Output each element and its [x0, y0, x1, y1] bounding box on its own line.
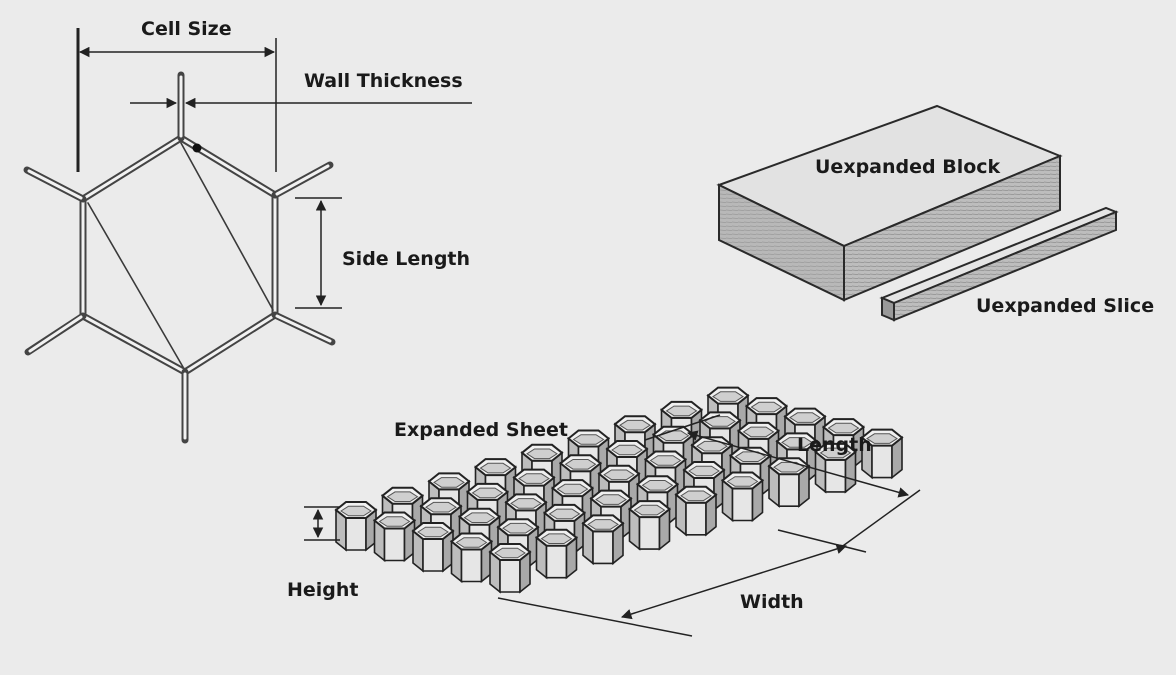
unexpanded-slice [879, 206, 1119, 322]
honeycomb-cell [334, 501, 378, 552]
honeycomb-cell [581, 514, 625, 566]
width-label: Width [740, 591, 804, 613]
honeycomb-cell [674, 485, 718, 537]
honeycomb-cell [372, 511, 417, 563]
unexpanded-slice-label: Uexpanded Slice [976, 295, 1155, 317]
honeycomb-cell [627, 500, 672, 551]
wall-thickness-label: Wall Thickness [304, 70, 463, 92]
cell-size-dimension [76, 28, 277, 172]
honeycomb-cell [720, 471, 765, 523]
honeycomb-cell [534, 528, 579, 580]
unexpanded-block-label: Uexpanded Block [815, 156, 1001, 178]
unexpanded-block [716, 104, 1063, 302]
side-length-label: Side Length [342, 248, 471, 270]
length-dimension [644, 414, 921, 549]
honeycomb-cell [411, 522, 455, 573]
width-dimension [497, 529, 867, 637]
hexagon-cell [79, 133, 279, 377]
cell-size-label: Cell Size [141, 18, 232, 40]
honeycomb-cell [449, 532, 494, 584]
side-length-dimension [295, 197, 342, 309]
height-dimension [304, 506, 340, 541]
honeycomb-cell [488, 543, 532, 594]
cell-geometry [23, 71, 336, 444]
length-label: Length [797, 434, 872, 456]
height-label: Height [287, 579, 359, 601]
expanded-sheet-label: Expanded Sheet [394, 419, 568, 441]
